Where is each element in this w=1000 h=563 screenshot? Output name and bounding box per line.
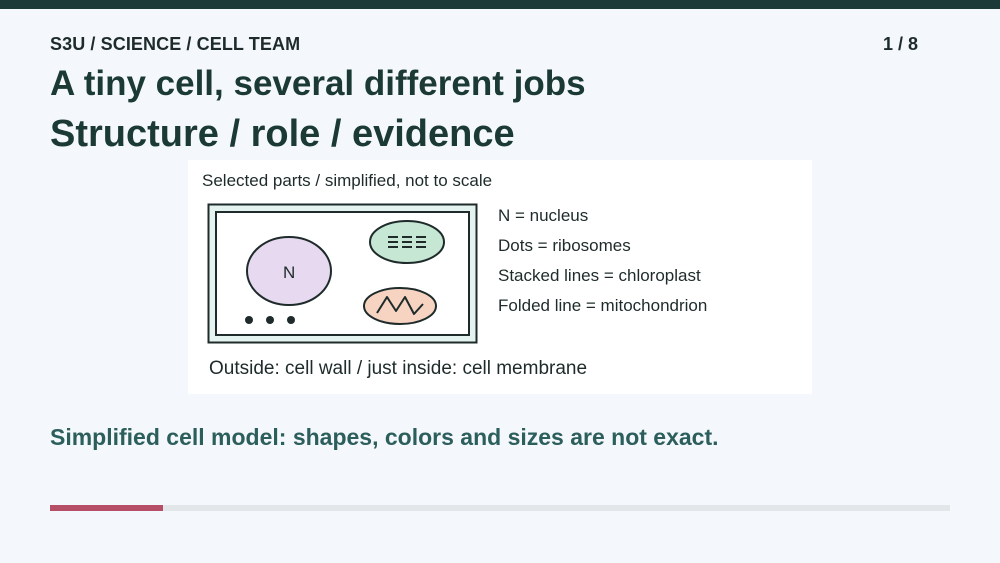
legend-item-nucleus: N = nucleus	[498, 206, 589, 225]
ribosome-dot	[245, 316, 253, 324]
diagram-caption: Selected parts / simplified, not to scal…	[202, 171, 493, 190]
legend-item-chloroplast: Stacked lines = chloroplast	[498, 266, 701, 285]
nucleus-label: N	[283, 263, 295, 282]
model-note: Simplified cell model: shapes, colors an…	[50, 424, 719, 450]
chloroplast-stacked-lines	[388, 236, 426, 248]
slide-title: A tiny cell, several different jobs	[50, 64, 586, 103]
nucleus-shape	[246, 236, 332, 306]
diagram-card: Selected parts / simplified, not to scal…	[188, 160, 812, 394]
diagram-legend: N = nucleus Dots = ribosomes Stacked lin…	[498, 205, 707, 325]
ribosome-dot	[287, 316, 295, 324]
legend-item-mitochondrion: Folded line = mitochondrion	[498, 296, 708, 315]
cell-diagram: N	[207, 203, 478, 344]
page-counter: 1 / 8	[882, 34, 918, 54]
breadcrumb: S3U / SCIENCE / CELL TEAM	[50, 34, 301, 54]
legend-item-ribosomes: Dots = ribosomes	[498, 236, 631, 255]
top-bar	[0, 0, 1000, 9]
mitochondrion-folded-line	[376, 296, 424, 315]
progress-bar	[50, 505, 950, 511]
diagram-footnote: Outside: cell wall / just inside: cell m…	[209, 358, 588, 379]
progress-fill	[50, 505, 163, 511]
slide-subtitle: Structure / role / evidence	[50, 113, 515, 155]
ribosome-dot	[266, 316, 274, 324]
